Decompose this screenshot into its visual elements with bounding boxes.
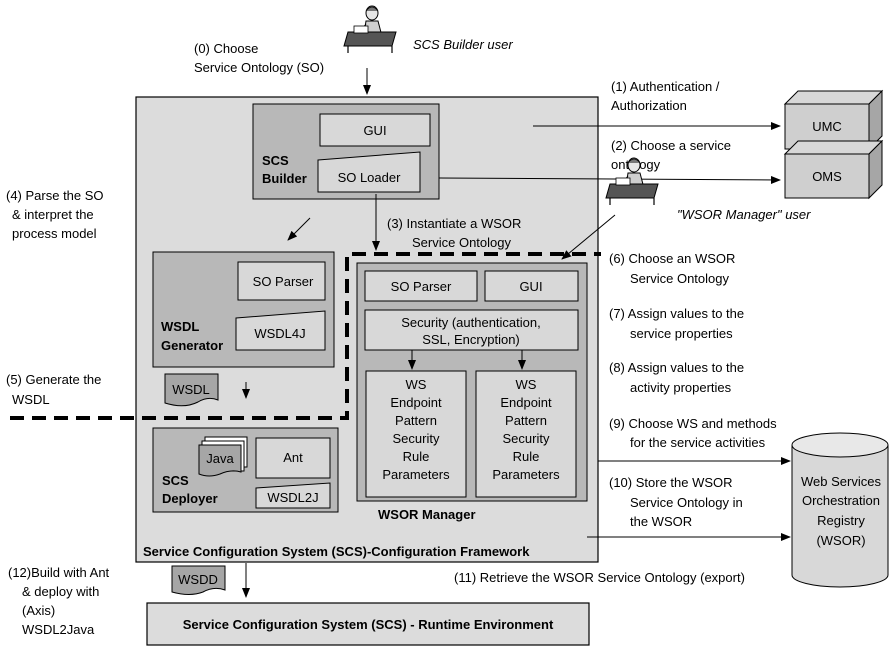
step1-line1: (1) Authentication / <box>611 79 720 94</box>
oms-label: OMS <box>812 169 842 184</box>
ant-label: Ant <box>283 450 303 465</box>
deployer-title-line2: Deployer <box>162 491 218 506</box>
wsdd-label: WSDD <box>178 572 218 587</box>
oms-box-icon <box>783 139 884 200</box>
step0-line1: (0) Choose <box>194 41 258 56</box>
ws-rule-box-left[interactable] <box>365 370 467 498</box>
svg-text:Rule: Rule <box>403 449 430 464</box>
umc-label: UMC <box>812 119 842 134</box>
generator-so-parser-label: SO Parser <box>253 274 314 289</box>
registry-line1: Web Services <box>801 474 881 489</box>
svg-text:Parameters: Parameters <box>382 467 450 482</box>
generator-title-line1: WSDL <box>161 319 199 334</box>
security-box[interactable] <box>364 309 579 351</box>
security-line1: Security (authentication, <box>401 315 540 330</box>
ant-box[interactable] <box>255 437 331 479</box>
scs-builder-user-label: SCS Builder user <box>413 37 513 52</box>
scs-builder-user-icon <box>343 5 397 54</box>
security-line2: SSL, Encryption) <box>422 332 520 347</box>
svg-text:Rule: Rule <box>513 449 540 464</box>
step5-line1: (5) Generate the <box>6 372 101 387</box>
svg-text:Endpoint: Endpoint <box>500 395 552 410</box>
step3-line2: Service Ontology <box>412 235 511 250</box>
step10-line2: Service Ontology in <box>630 495 743 510</box>
so-loader-box[interactable] <box>317 151 421 193</box>
builder-title-line1: SCS <box>262 153 289 168</box>
builder-gui-box[interactable] <box>319 113 431 147</box>
step8-line2: activity properties <box>630 380 732 395</box>
deployer-title-line1: SCS <box>162 473 189 488</box>
svg-text:WS: WS <box>516 377 537 392</box>
manager-gui-label: GUI <box>519 279 542 294</box>
svg-text:Parameters: Parameters <box>492 467 560 482</box>
ws-rule-box-right[interactable] <box>475 370 577 498</box>
wsor-manager-user-label: "WSOR Manager" user <box>677 207 811 222</box>
step5-line2: WSDL <box>12 392 50 407</box>
step9-line1: (9) Choose WS and methods <box>609 416 777 431</box>
registry-line4: (WSOR) <box>816 533 865 548</box>
step10-line3: the WSOR <box>630 514 692 529</box>
wsdl4j-label: WSDL4J <box>254 326 305 341</box>
svg-text:Pattern: Pattern <box>505 413 547 428</box>
step11-label: (11) Retrieve the WSOR Service Ontology … <box>454 570 745 585</box>
step12-line2: & deploy with <box>22 584 99 599</box>
step6-line1: (6) Choose an WSOR <box>609 251 735 266</box>
step4-line3: process model <box>12 226 97 241</box>
builder-to-generator-arrow <box>287 217 311 241</box>
so-loader-label: SO Loader <box>338 170 402 185</box>
wsdl2j-label: WSDL2J <box>267 490 318 505</box>
step12-line1: (12)Build with Ant <box>8 565 110 580</box>
wsdl2j-box[interactable] <box>255 482 331 509</box>
step4-line2: & interpret the <box>12 207 94 222</box>
registry-line3: Registry <box>817 513 865 528</box>
svg-text:Security: Security <box>393 431 440 446</box>
ws-rule-text-left: WS Endpoint Pattern Security Rule Parame… <box>382 377 450 482</box>
manager-so-parser-label: SO Parser <box>391 279 452 294</box>
java-files-icon <box>198 436 248 477</box>
wsdl4j-box[interactable] <box>235 310 326 351</box>
step9-line2: for the service activities <box>630 435 766 450</box>
registry-line2: Orchestration <box>802 493 880 508</box>
step4-line1: (4) Parse the SO <box>6 188 104 203</box>
wsor-manager-title: WSOR Manager <box>378 507 476 522</box>
runtime-environment-label: Service Configuration System (SCS) - Run… <box>183 617 554 632</box>
step0-line2: Service Ontology (SO) <box>194 60 324 75</box>
builder-gui-label: GUI <box>363 123 386 138</box>
step12-line4: WSDL2Java <box>22 622 95 637</box>
generator-title-line2: Generator <box>161 338 223 353</box>
step12-line3: (Axis) <box>22 603 55 618</box>
step7-line2: service properties <box>630 326 733 341</box>
manager-so-parser-box[interactable] <box>364 270 478 302</box>
step1-line2: Authorization <box>611 98 687 113</box>
dashed-boundary <box>10 252 601 420</box>
user-to-manager-arrow <box>561 214 616 260</box>
wsor-registry-cylinder-icon <box>791 432 889 588</box>
step7-line1: (7) Assign values to the <box>609 306 744 321</box>
wsdd-document-icon <box>171 565 226 595</box>
runtime-environment-box <box>146 602 590 646</box>
step2-line1: (2) Choose a service <box>611 138 731 153</box>
framework-title: Service Configuration System (SCS)-Confi… <box>143 544 530 559</box>
step3-line1: (3) Instantiate a WSOR <box>387 216 521 231</box>
step6-line2: Service Ontology <box>630 271 729 286</box>
wsdl-document-label: WSDL <box>172 382 210 397</box>
step10-line1: (10) Store the WSOR <box>609 475 733 490</box>
java-file-label: Java <box>206 451 234 466</box>
ws-rule-text-right: WS Endpoint Pattern Security Rule Parame… <box>492 377 560 482</box>
svg-text:Pattern: Pattern <box>395 413 437 428</box>
builder-title-line2: Builder <box>262 171 307 186</box>
generator-so-parser-box[interactable] <box>237 261 326 301</box>
wsdl-document-icon <box>164 373 219 407</box>
svg-text:Endpoint: Endpoint <box>390 395 442 410</box>
svg-text:WS: WS <box>406 377 427 392</box>
step8-line1: (8) Assign values to the <box>609 360 744 375</box>
manager-gui-box[interactable] <box>484 270 579 302</box>
svg-text:Security: Security <box>503 431 550 446</box>
to-oms-arrow <box>438 175 781 184</box>
